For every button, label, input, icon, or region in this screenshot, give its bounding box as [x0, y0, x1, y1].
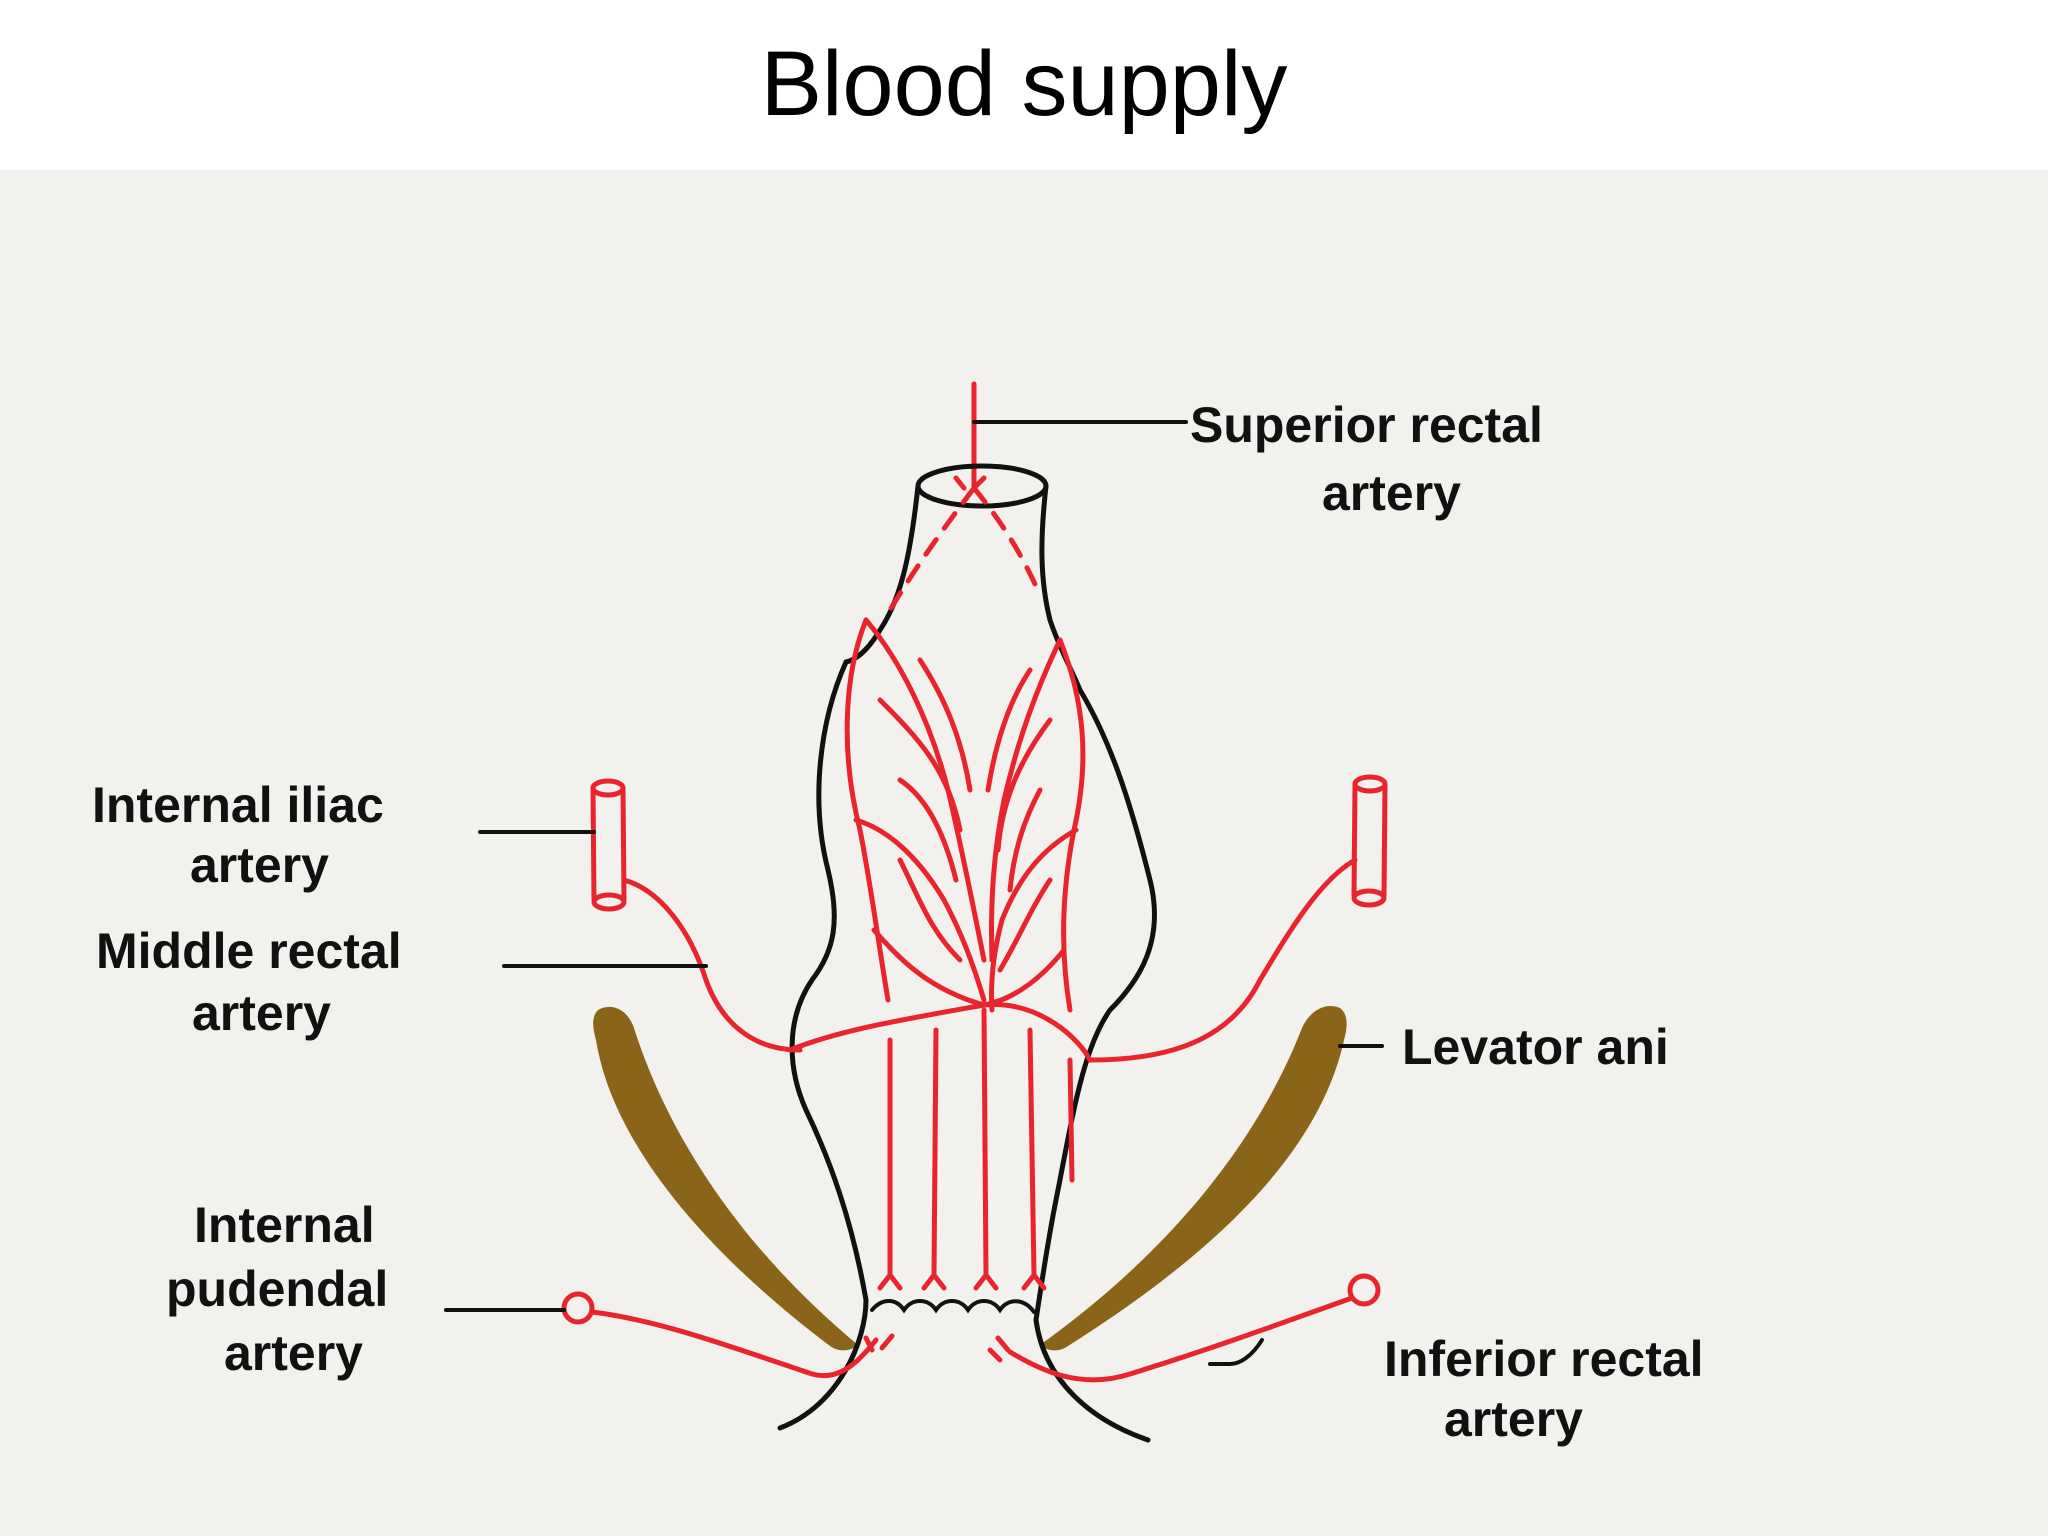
label-levator-ani: Levator ani [1402, 1019, 1669, 1075]
internal-iliac-artery-right [1351, 774, 1388, 908]
slide-title: Blood supply [760, 33, 1288, 135]
label-inferior-rectal-artery-line1: Inferior rectal [1384, 1331, 1704, 1387]
figure-scan-background [0, 170, 2048, 1536]
superior-rectal-artery-vessels [843, 381, 1083, 693]
label-middle-rectal-artery-line2: artery [192, 985, 331, 1041]
label-internal-pudendal-artery-line2: pudendal [166, 1261, 388, 1317]
leader-lines [444, 420, 1384, 1366]
levator-ani-left [593, 1006, 858, 1351]
label-superior-rectal-artery-line1: Superior rectal [1190, 397, 1543, 453]
middle-rectal-artery [621, 857, 1358, 1063]
internal-iliac-artery-left [590, 778, 627, 912]
label-middle-rectal-artery-line1: Middle rectal [96, 923, 402, 979]
label-internal-iliac-artery-line2: artery [190, 837, 329, 893]
rectal-arterial-plexus [787, 617, 1093, 1291]
label-inferior-rectal-artery-line2: artery [1444, 1391, 1583, 1447]
label-internal-pudendal-artery-line3: artery [224, 1325, 363, 1381]
label-internal-iliac-artery-line1: Internal iliac [92, 777, 384, 833]
levator-ani-right [1040, 1006, 1347, 1351]
label-internal-pudendal-artery-line1: Internal [194, 1197, 375, 1253]
label-superior-rectal-artery-line2: artery [1322, 465, 1461, 521]
inferior-rectal-artery [561, 1273, 1381, 1383]
